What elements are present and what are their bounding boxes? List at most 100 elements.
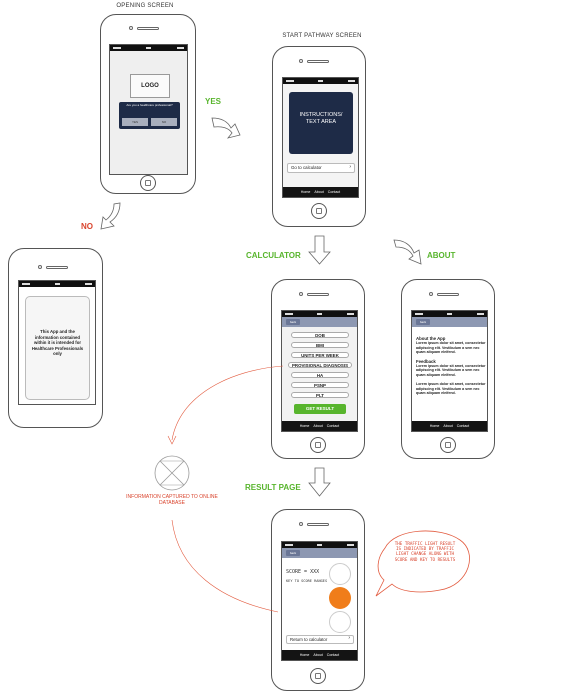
phone-camera (299, 59, 303, 63)
phone-camera (129, 26, 133, 30)
tab-contact[interactable]: Contact (327, 190, 341, 194)
start-pathway-screen-title: START PATHWAY SCREEN (282, 33, 362, 39)
back-button[interactable]: back (286, 319, 300, 325)
tab-home[interactable]: Home (300, 190, 311, 194)
status-bar (19, 281, 95, 287)
traffic-light-top (329, 563, 351, 585)
no-button[interactable]: NO (151, 118, 177, 126)
tab-about[interactable]: About (313, 424, 323, 428)
field-ha[interactable]: HA (291, 372, 349, 378)
instructions-area: INSTRUCTIONS/ TEXT AREA (289, 92, 353, 154)
field-units-per-week[interactable]: UNITS PER WEEK (291, 352, 349, 358)
back-button[interactable]: back (286, 550, 300, 556)
nav-bar: back (412, 317, 487, 327)
nav-bar: back (282, 548, 357, 558)
about-heading: About the App (416, 336, 446, 341)
score-key-text: KEY TO SCORE RANGES (286, 579, 328, 583)
field-dob[interactable]: DOB (291, 332, 349, 338)
phone-speaker (307, 293, 329, 296)
phone-speaker (307, 523, 329, 526)
about-display: back About the App Lorem ipsum dolor sit… (411, 310, 488, 432)
dialog-question: Are you a healthcare professional? (126, 103, 173, 107)
phone-disclaimer: This App and the information contained w… (8, 248, 103, 428)
opening-display: LOGO Are you a healthcare professional? … (109, 44, 188, 175)
disclaimer-box: This App and the information contained w… (25, 296, 90, 400)
chevron-right-icon: › (349, 164, 351, 170)
phone-camera (429, 292, 433, 296)
phone-camera (299, 522, 303, 526)
phone-camera (38, 265, 42, 269)
go-to-calculator-label: Go to calculator (291, 165, 322, 170)
get-result-button[interactable]: GET RESULT (294, 404, 346, 414)
database-connector-line (171, 365, 284, 441)
phone-speaker (437, 293, 459, 296)
tab-contact[interactable]: Contact (326, 653, 340, 657)
status-bar (110, 45, 187, 51)
tab-about[interactable]: About (313, 653, 323, 657)
about-body: Lorem ipsum dolor sit amet, consectetur … (416, 341, 486, 355)
phone-speaker (46, 266, 68, 269)
field-plt[interactable]: PLT (291, 392, 349, 398)
about-arrow-icon (393, 239, 422, 265)
home-button[interactable] (310, 437, 326, 453)
home-button[interactable] (310, 668, 326, 684)
feedback-heading: Feedback (416, 358, 436, 364)
yes-arrow-icon (211, 117, 241, 139)
professional-dialog: Are you a healthcare professional? YES N… (119, 102, 180, 129)
status-bar (282, 311, 357, 317)
chevron-right-icon: › (348, 635, 350, 641)
tab-about[interactable]: About (443, 424, 453, 428)
opening-screen-title: OPENING SCREEN (116, 3, 174, 9)
tab-about[interactable]: About (314, 190, 324, 194)
result-arrow-icon (308, 467, 331, 497)
home-button[interactable] (311, 203, 327, 219)
calculator-label: CALCULATOR (246, 251, 301, 260)
return-to-calculator-label: Return to calculator (290, 637, 328, 642)
nav-bar: back (282, 317, 357, 327)
database-arrow-head (167, 435, 177, 445)
field-bmi[interactable]: BMI (291, 342, 349, 348)
phone-result: back SCORE = XXX KEY TO SCORE RANGES Ret… (271, 509, 365, 691)
score-text: SCORE = XXX (286, 569, 320, 575)
feedback-body: Lorem ipsum dolor sit amet, consectetur … (416, 364, 486, 377)
phone-start-pathway: INSTRUCTIONS/ TEXT AREA Go to calculator… (272, 46, 366, 227)
home-button[interactable] (140, 175, 156, 191)
tab-home[interactable]: Home (299, 653, 310, 657)
home-button[interactable] (440, 437, 456, 453)
traffic-light-bottom (329, 611, 351, 633)
yes-label: YES (205, 97, 222, 106)
tab-home[interactable]: Home (299, 424, 310, 428)
status-bar (282, 542, 357, 548)
instructions-text: INSTRUCTIONS/ TEXT AREA (299, 112, 343, 125)
phone-camera (299, 292, 303, 296)
status-bar (283, 78, 358, 84)
go-to-calculator-button[interactable]: Go to calculator › (287, 163, 355, 173)
no-arrow-icon (100, 202, 121, 230)
yes-button[interactable]: YES (122, 118, 148, 126)
logo-box: LOGO (130, 74, 170, 98)
tab-contact[interactable]: Contact (456, 424, 470, 428)
result-connector-line (171, 519, 279, 613)
no-label: NO (81, 222, 93, 231)
traffic-note-text: THE TRAFFIC LIGHT RESULT IS INDICATED BY… (394, 541, 456, 562)
traffic-light-middle (329, 587, 351, 609)
field-psnp[interactable]: PSNP (291, 382, 349, 388)
phone-speaker (137, 27, 159, 30)
phone-speaker (307, 60, 329, 63)
result-display: back SCORE = XXX KEY TO SCORE RANGES Ret… (281, 541, 358, 661)
info-captured-note: INFORMATION CAPTURED TO ONLINE DATABASE (126, 494, 218, 506)
field-provisional-diagnosis[interactable]: PROVISIONAL DIAGNOSIS (288, 362, 352, 368)
result-page-label: RESULT PAGE (245, 483, 301, 492)
back-button[interactable]: back (416, 319, 430, 325)
tab-contact[interactable]: Contact (326, 424, 340, 428)
status-bar (412, 311, 487, 317)
return-to-calculator-button[interactable]: Return to calculator › (286, 635, 354, 644)
start-display: INSTRUCTIONS/ TEXT AREA Go to calculator… (282, 77, 359, 198)
extra-body: Lorem ipsum dolor sit amet, consectetur … (416, 382, 486, 396)
phone-opening: LOGO Are you a healthcare professional? … (100, 14, 196, 194)
tab-home[interactable]: Home (429, 424, 440, 428)
